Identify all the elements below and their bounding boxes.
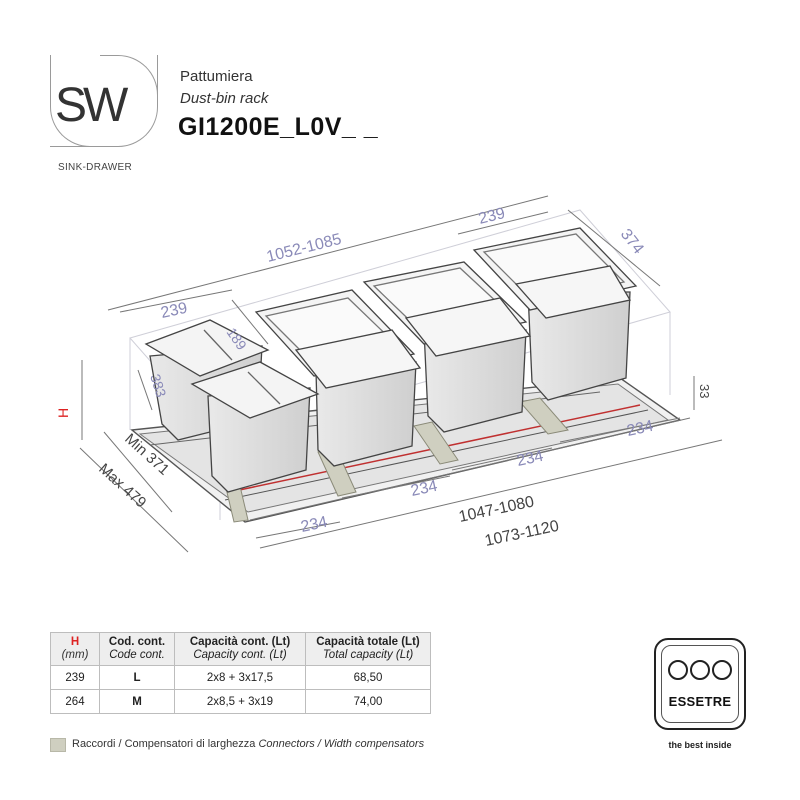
- essetre-logo: [654, 638, 746, 730]
- table-row: 264 M 2x8,5 + 3x19 74,00: [50, 689, 431, 714]
- dim-small-bin-side: 383: [147, 372, 170, 399]
- header-capacity: Capacità cont. (Lt)Capacity cont. (Lt): [174, 632, 306, 666]
- logo-subtitle: SINK-DRAWER: [58, 162, 133, 173]
- technical-drawing: 1052-1085 239 374 239 189 383 H 33 Min 3…: [55, 195, 723, 553]
- category-italian: Pattumiera: [180, 68, 253, 85]
- cell-total: 74,00: [305, 689, 431, 714]
- dim-module-1: 234: [299, 514, 329, 536]
- header-total: Capacità totale (Lt)Total capacity (Lt): [305, 632, 431, 666]
- large-bin-4: [472, 227, 638, 401]
- dim-bin-depth-top: 239: [477, 205, 507, 228]
- dimension-lines: [79, 195, 723, 553]
- brand-tagline: the best inside: [668, 740, 732, 750]
- legend-english: Connectors / Width compensators: [258, 738, 425, 750]
- dim-height-label: H: [55, 408, 71, 418]
- cell-capacity: 2x8 + 3x17,5: [174, 665, 306, 690]
- dim-max-width: Max 479: [95, 460, 149, 511]
- legend-italian: Raccordi / Compensatori di larghezza: [72, 738, 256, 750]
- sw-logo: SW: [55, 79, 128, 132]
- table-header-row: H(mm) Cod. cont.Code cont. Capacità cont…: [50, 632, 431, 666]
- category-english: Dust-bin rack: [180, 90, 269, 107]
- header-h: H(mm): [50, 632, 100, 666]
- legend-text: Raccordi / Compensatori di larghezza Con…: [72, 738, 424, 750]
- cell-h: 239: [50, 665, 100, 690]
- dim-module-2: 234: [409, 478, 439, 500]
- large-bin-2: [254, 289, 422, 467]
- cell-code: L: [99, 665, 175, 690]
- large-bin-3: [362, 261, 532, 433]
- brand-name: ESSETRE: [668, 694, 732, 709]
- dim-frame-outer: 1073-1120: [483, 518, 560, 550]
- dim-frame-inner: 1047-1080: [457, 493, 535, 526]
- small-bins: [144, 319, 320, 493]
- table-row: 239 L 2x8 + 3x17,5 68,50: [50, 665, 431, 690]
- essetre-logo-inner: [661, 645, 739, 723]
- dim-frame-height: 33: [697, 384, 712, 398]
- product-code: GI1200E_L0V_ _: [178, 113, 379, 141]
- cell-h: 264: [50, 689, 100, 714]
- dim-overall-length: 1052-1085: [265, 231, 343, 266]
- connector-swatch: [50, 738, 66, 752]
- dim-module-3: 234: [515, 448, 545, 470]
- capacity-table: H(mm) Cod. cont.Code cont. Capacità cont…: [50, 632, 431, 714]
- cell-code: M: [99, 689, 175, 714]
- cell-total: 68,50: [305, 665, 431, 690]
- ring-icon: [668, 660, 688, 680]
- dim-module-4: 234: [625, 418, 655, 440]
- dim-small-bin-depth: 239: [159, 300, 189, 322]
- small-bin-front: [190, 361, 320, 493]
- header-code: Cod. cont.Code cont.: [99, 632, 175, 666]
- ring-icon: [712, 660, 732, 680]
- logo-frame-right: [50, 55, 158, 147]
- dim-bin-width-top: 374: [617, 226, 647, 258]
- large-bins: [254, 227, 638, 467]
- cell-capacity: 2x8,5 + 3x19: [174, 689, 306, 714]
- ring-icon: [690, 660, 710, 680]
